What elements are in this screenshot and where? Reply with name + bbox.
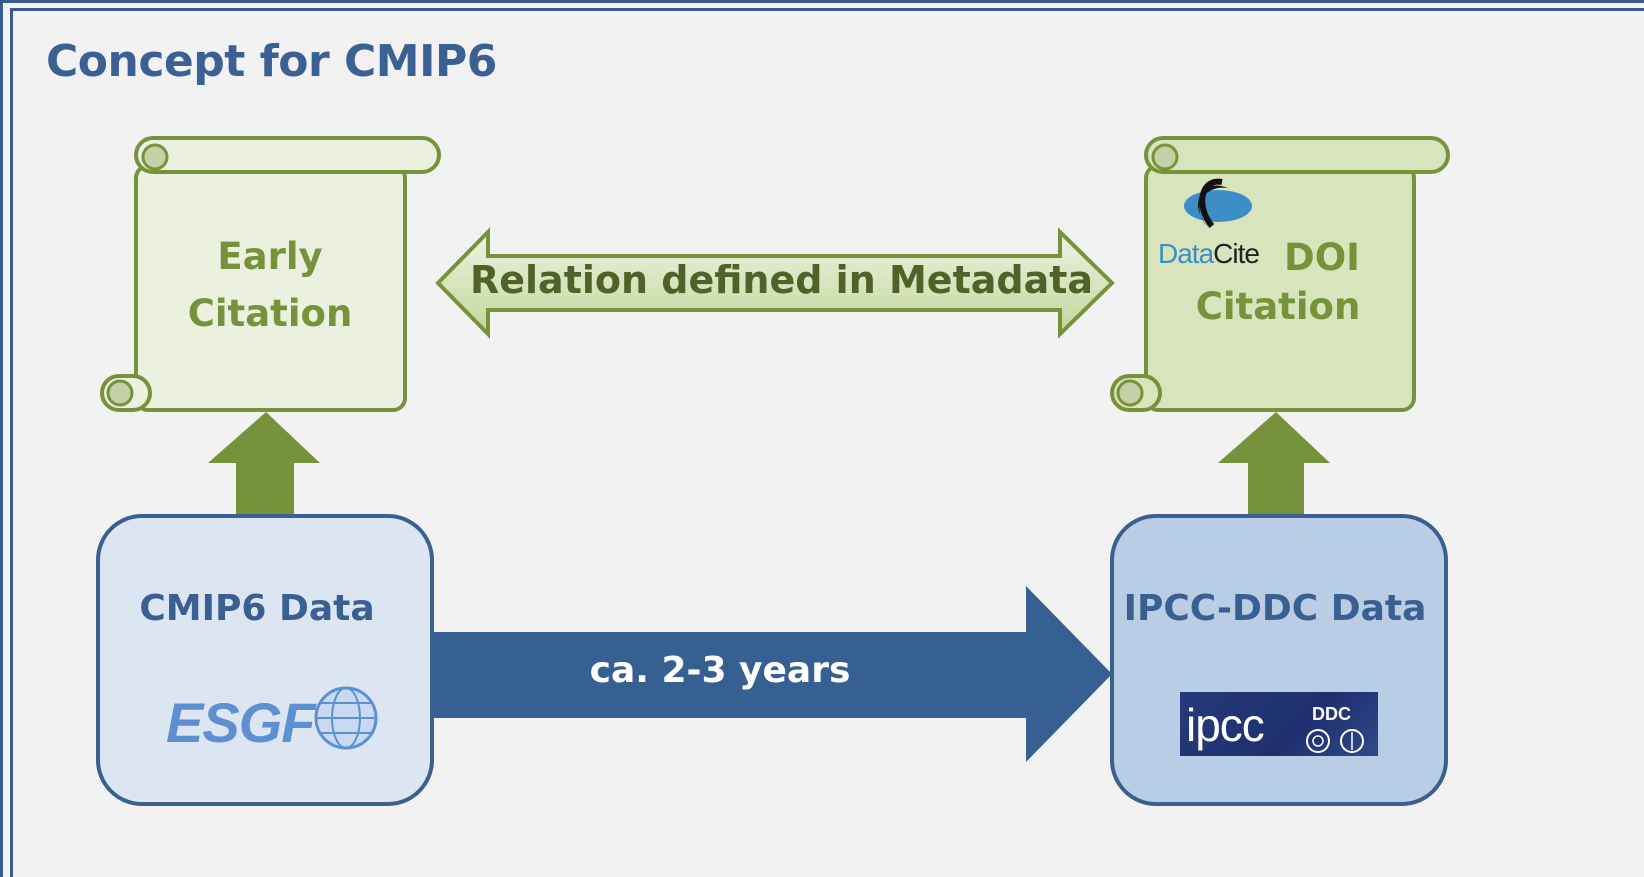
datacite-logo-word-a: Data [1158,238,1214,269]
doi-citation-scroll [1110,136,1450,412]
ipcc-logo-icon: ipcc DDC [1180,692,1378,756]
transfer-duration-label: ca. 2-3 years [589,650,851,691]
esgf-globe-icon [314,686,378,750]
doi-label: DOI [1284,236,1360,279]
datacite-logo-text: DataCite [1158,238,1260,270]
ddc-logo-text: DDC [1312,704,1351,724]
ipcc-logo-text: ipcc [1186,699,1265,751]
doi-citation-label: Citation [1195,285,1361,328]
relation-label: Relation defined in Metadata [470,258,1094,302]
datacite-logo-icon [1184,178,1252,228]
ipcc-data-box [1110,514,1448,806]
datacite-logo-word-b: Cite [1213,238,1260,269]
transfer-arrow [432,586,1112,762]
up-arrow-right [1218,412,1330,514]
relation-double-arrow [435,227,1115,339]
frame-left-border [10,8,13,877]
early-citation-scroll [100,136,441,412]
ipcc-ddc-data-label: IPCC-DDC Data [1123,588,1427,629]
esgf-logo: ESGF [166,691,315,754]
slide-title: Concept for CMIP6 [46,36,497,87]
up-arrow-left [208,412,320,514]
cmip6-data-label: CMIP6 Data [139,588,375,629]
early-citation-line1: Early [217,235,323,278]
un-emblem-icon [1306,729,1364,753]
cmip6-data-box [96,514,434,806]
frame-top-border [10,8,1644,11]
early-citation-line2: Citation [187,292,353,335]
early-citation-label: Early Citation [180,228,360,342]
